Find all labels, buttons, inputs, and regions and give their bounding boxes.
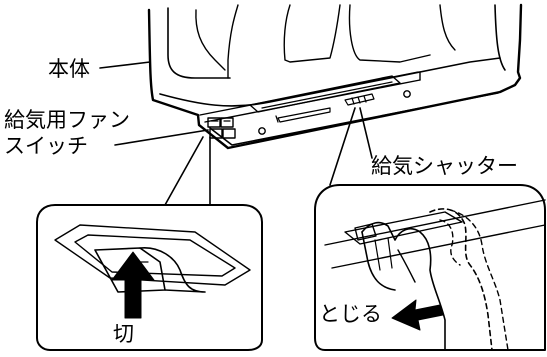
label-body: 本体 xyxy=(48,57,90,81)
switch-zoom-panel xyxy=(36,204,263,351)
label-intake-fan-switch-line2: スイッチ xyxy=(4,134,88,158)
appliance-body xyxy=(147,3,523,150)
switch-leader-line xyxy=(114,129,209,146)
arrow-up-icon xyxy=(111,251,155,319)
hand-previous-position xyxy=(429,208,493,351)
switch-callout-line-left xyxy=(164,136,204,206)
label-off: 切 xyxy=(113,322,134,346)
label-intake-shutter: 給気シャッター xyxy=(371,154,518,178)
shutter-callout-line-right xyxy=(359,107,373,159)
label-intake-fan-switch-line1: 給気用ファン xyxy=(4,108,130,132)
label-close: とじる xyxy=(319,302,382,326)
arrow-left-icon xyxy=(391,299,444,331)
shutter-zoom-panel xyxy=(314,184,546,351)
shutter-callout-line-left xyxy=(329,107,356,186)
body-leader-line xyxy=(99,61,151,69)
